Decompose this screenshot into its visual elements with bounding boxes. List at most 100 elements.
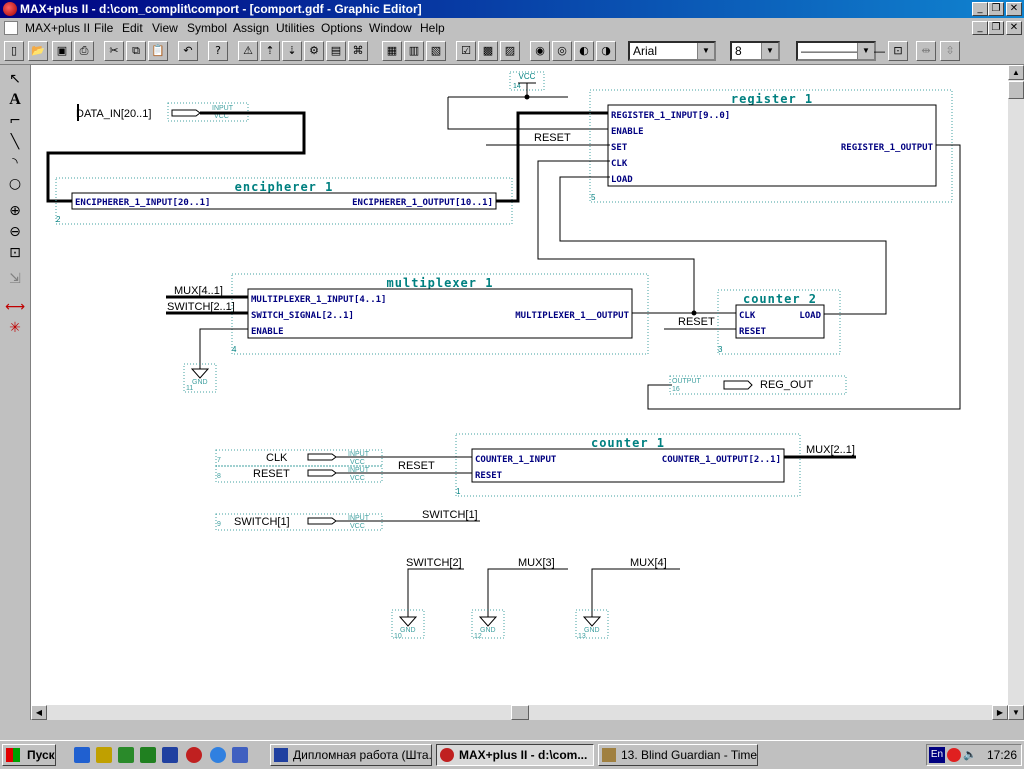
menu-maxplus[interactable]: MAX+plus II [25,21,90,35]
undo-icon[interactable]: ↶ [178,41,198,61]
open-file-icon[interactable]: 📂 [28,41,48,61]
word-icon[interactable] [162,747,178,763]
task-button-maxplus[interactable]: MAX+plus II - d:\com... [436,744,594,766]
menu-assign[interactable]: Assign [233,21,269,35]
schematic-canvas[interactable]: VCC 14 DATA_IN[20..1] INPUT VCC encipher… [31,65,1008,705]
warning-icon[interactable]: ⚠ [238,41,258,61]
menu-view[interactable]: View [152,21,178,35]
language-indicator[interactable]: En [929,747,945,763]
desktop-icon[interactable] [232,747,248,763]
counter1-block[interactable]: counter_1 COUNTER_1_INPUT RESET COUNTER_… [456,434,800,496]
tray-app-icon[interactable] [947,748,961,762]
close-button[interactable]: ✕ [1006,2,1022,16]
save-simulate-icon[interactable]: ▨ [500,41,520,61]
new-file-icon[interactable]: ▯ [4,41,24,61]
zoom-out-icon[interactable]: ⊖ [4,222,26,242]
horizontal-scroll-thumb[interactable] [511,705,529,720]
gnd-mux4[interactable]: MUX[4] GND 13 [576,557,680,640]
floorplan-icon[interactable]: ▦ [382,41,402,61]
scroll-up-icon[interactable]: ▲ [1008,65,1024,80]
symbol-editor-icon[interactable]: ▥ [404,41,424,61]
gnd-mux3[interactable]: MUX[3] GND 12 [472,557,568,640]
multiplexer-block[interactable]: multiplexer_1 MULTIPLEXER_1_INPUT[4..1] … [232,274,648,354]
restore-button[interactable]: ❐ [988,2,1004,16]
vertical-scroll-thumb[interactable] [1008,81,1024,99]
timing-analyzer-icon[interactable]: ◉ [530,41,550,61]
minimize-button[interactable]: _ [972,2,988,16]
hierarchy-up-icon[interactable]: ⇡ [260,41,280,61]
vcc-symbol[interactable]: VCC 14 [510,72,544,97]
maxplus-icon[interactable] [186,747,202,763]
selection-tool-icon[interactable]: ↖ [4,69,26,89]
excel-icon[interactable] [140,747,156,763]
encipherer-block[interactable]: encipherer_1 ENCIPHERER_1_INPUT[20..1] E… [56,178,512,224]
doc-close-button[interactable]: ✕ [1006,21,1022,35]
reg-out-output-pin[interactable]: OUTPUT 16 REG_OUT [670,376,846,394]
save-icon[interactable]: ▣ [52,41,72,61]
reset-input-pin[interactable]: 8 RESET INPUT VCC [216,466,382,482]
menu-file[interactable]: File [94,21,113,35]
line-style-select[interactable]: ——————— ▼ [796,41,876,61]
help-pointer-icon[interactable]: ? [208,41,228,61]
flip-horizontal-icon[interactable]: ⇹ [916,41,936,61]
paste-icon[interactable]: 📋 [148,41,168,61]
zoom-in-icon[interactable]: ⊕ [4,201,26,221]
menu-edit[interactable]: Edit [122,21,143,35]
node-tool-icon[interactable]: ✳ [4,318,26,338]
copy-icon[interactable]: ⧉ [126,41,146,61]
chevron-down-icon[interactable]: ▼ [761,43,778,59]
task-button-player[interactable]: 13. Blind Guardian - Time ... [598,744,758,766]
rubberbanding-icon[interactable]: ⇲ [4,269,26,289]
font-size-select[interactable]: 8 ▼ [730,41,780,61]
connect-dots-icon[interactable]: ⟷ [4,297,26,317]
font-select[interactable]: Arial ▼ [628,41,716,61]
project-icon[interactable] [118,747,134,763]
circle-tool-icon[interactable]: ○ [4,174,26,194]
fit-in-window-icon[interactable]: ⊡ [4,243,26,263]
register-block[interactable]: register_1 REGISTER_1_INPUT[9..0] ENABLE… [590,90,952,202]
hierarchy-display-icon[interactable]: ⌘ [348,41,368,61]
menu-window[interactable]: Window [369,21,412,35]
compile-icon[interactable]: ⚙ [304,41,324,61]
orthogonal-line-tool-icon[interactable]: ⌐ [4,111,26,131]
vertical-scrollbar[interactable]: ▲ ▼ [1008,65,1024,720]
chevron-down-icon[interactable]: ▼ [697,43,714,59]
simulator-icon[interactable]: ◐ [574,41,594,61]
flip-vertical-icon[interactable]: ⇳ [940,41,960,61]
text-tool-icon[interactable]: A [4,90,26,110]
project-icon[interactable]: ▤ [326,41,346,61]
hierarchy-down-icon[interactable]: ⇣ [282,41,302,61]
arc-tool-icon[interactable]: ◝ [4,153,26,173]
switch1-input-pin[interactable]: 9 SWITCH[1] INPUT VCC [216,514,382,530]
print-icon[interactable]: ⎙ [74,41,94,61]
doc-restore-button[interactable]: ❐ [988,21,1004,35]
doc-minimize-button[interactable]: _ [972,21,988,35]
zoom-fit-icon[interactable]: ⊡ [888,41,908,61]
horizontal-scrollbar[interactable]: ◀ ▶ [31,705,1008,720]
menu-options[interactable]: Options [321,21,362,35]
menu-help[interactable]: Help [420,21,445,35]
start-button[interactable]: Пуск [2,744,56,766]
outlook-icon[interactable] [96,747,112,763]
scroll-left-icon[interactable]: ◀ [31,705,47,720]
save-check-icon[interactable]: ☑ [456,41,476,61]
volume-icon[interactable]: 🔈 [963,748,975,762]
counter2-block[interactable]: counter_2 CLK RESET LOAD 3 [718,290,840,354]
waveform-icon[interactable]: ◑ [596,41,616,61]
task-button-word[interactable]: Дипломная работа (Шта... [270,744,432,766]
clk-input-pin[interactable]: 7 CLK INPUT VCC [216,450,382,466]
menu-utilities[interactable]: Utilities [276,21,315,35]
app-icon[interactable] [3,2,17,16]
scroll-right-icon[interactable]: ▶ [992,705,1008,720]
quicklaunch-icon[interactable] [210,747,226,763]
text-editor-icon[interactable]: ▧ [426,41,446,61]
document-icon[interactable] [4,21,18,35]
scroll-down-icon[interactable]: ▼ [1008,705,1024,720]
diagonal-line-tool-icon[interactable]: ╲ [4,132,26,152]
cut-icon[interactable]: ✂ [104,41,124,61]
menu-symbol[interactable]: Symbol [187,21,227,35]
internet-explorer-icon[interactable] [74,747,90,763]
gnd-switch2[interactable]: SWITCH[2] GND 10 [392,557,464,640]
save-compile-icon[interactable]: ▩ [478,41,498,61]
chevron-down-icon[interactable]: ▼ [857,43,874,59]
